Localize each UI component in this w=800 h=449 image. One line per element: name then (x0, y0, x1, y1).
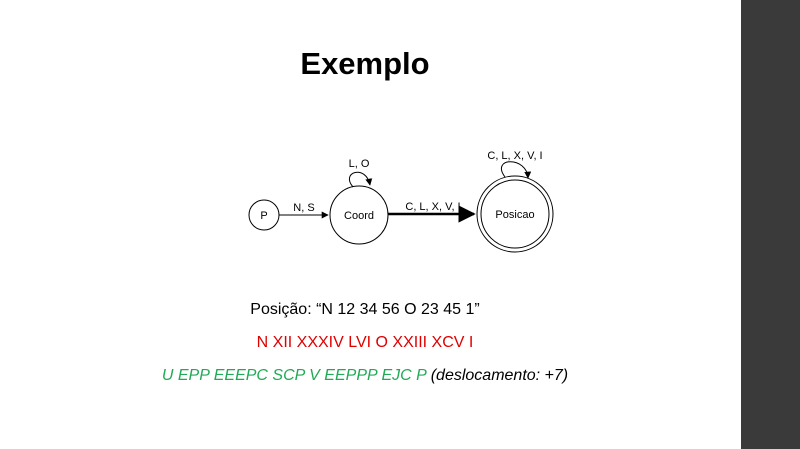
roman-numerals-line: N XII XXXIV LVI O XXIII XCV I (256, 334, 474, 351)
state-diagram: P N, S Coord L, O C, L, X, V, I Posicao … (248, 150, 554, 253)
state-p-label: P (260, 210, 267, 222)
cipher-note: (deslocamento: +7) (426, 367, 569, 384)
slide-title: Exemplo (300, 46, 430, 81)
loop-coord-label: L, O (349, 158, 370, 170)
cipher-text: U EPP EEEPC SCP V EEPPP EJC P (161, 367, 427, 384)
state-posicao-outer (476, 175, 554, 253)
loop-posicao-label: C, L, X, V, I (487, 150, 542, 162)
cipher-line: U EPP EEEPC SCP V EEPPP EJC P (deslocame… (0, 367, 730, 385)
loop-coord (348, 171, 373, 188)
state-posicao-label: Posicao (495, 209, 534, 221)
right-sidebar (741, 0, 800, 449)
transition-coord-posicao-label: C, L, X, V, I (405, 201, 460, 213)
transition-p-coord-label: N, S (293, 202, 314, 214)
state-posicao-inner (480, 179, 550, 249)
loop-posicao (501, 161, 532, 179)
position-line: Posição: “N 12 34 56 O 23 45 1” (250, 301, 480, 318)
slide: Exemplo P N, S Coord L, O C, L, X, V, I … (0, 46, 730, 385)
state-coord-label: Coord (344, 210, 374, 222)
